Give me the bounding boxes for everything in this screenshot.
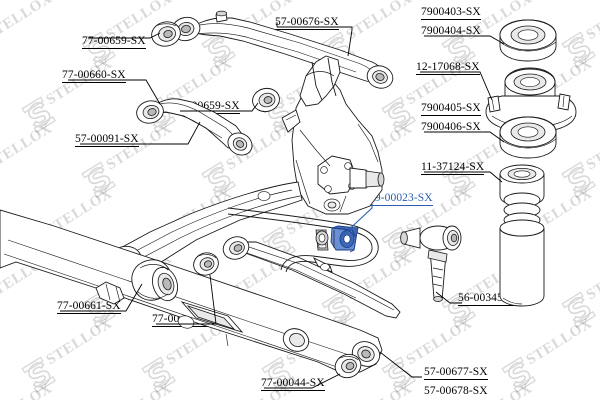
leader-57-00676 bbox=[276, 22, 353, 57]
leader-57-00091 bbox=[80, 121, 201, 145]
leader-79-00023 bbox=[341, 204, 373, 237]
leader-11-37124 bbox=[424, 171, 503, 183]
leader-56-00345 bbox=[435, 291, 462, 304]
leader-7900404 bbox=[424, 35, 505, 45]
leader-7900406 bbox=[424, 131, 505, 143]
leader-12-17068 bbox=[420, 71, 493, 101]
leader-77-00044-center bbox=[156, 274, 217, 325]
leader-57-00677 bbox=[379, 351, 422, 378]
leader-77-00661 bbox=[60, 283, 143, 312]
leader-77-00660 bbox=[68, 79, 161, 105]
leader-77-00659-mid bbox=[180, 102, 259, 112]
leader-77-00659-upper bbox=[88, 32, 161, 39]
leader-77-00044-bottom bbox=[264, 373, 341, 389]
